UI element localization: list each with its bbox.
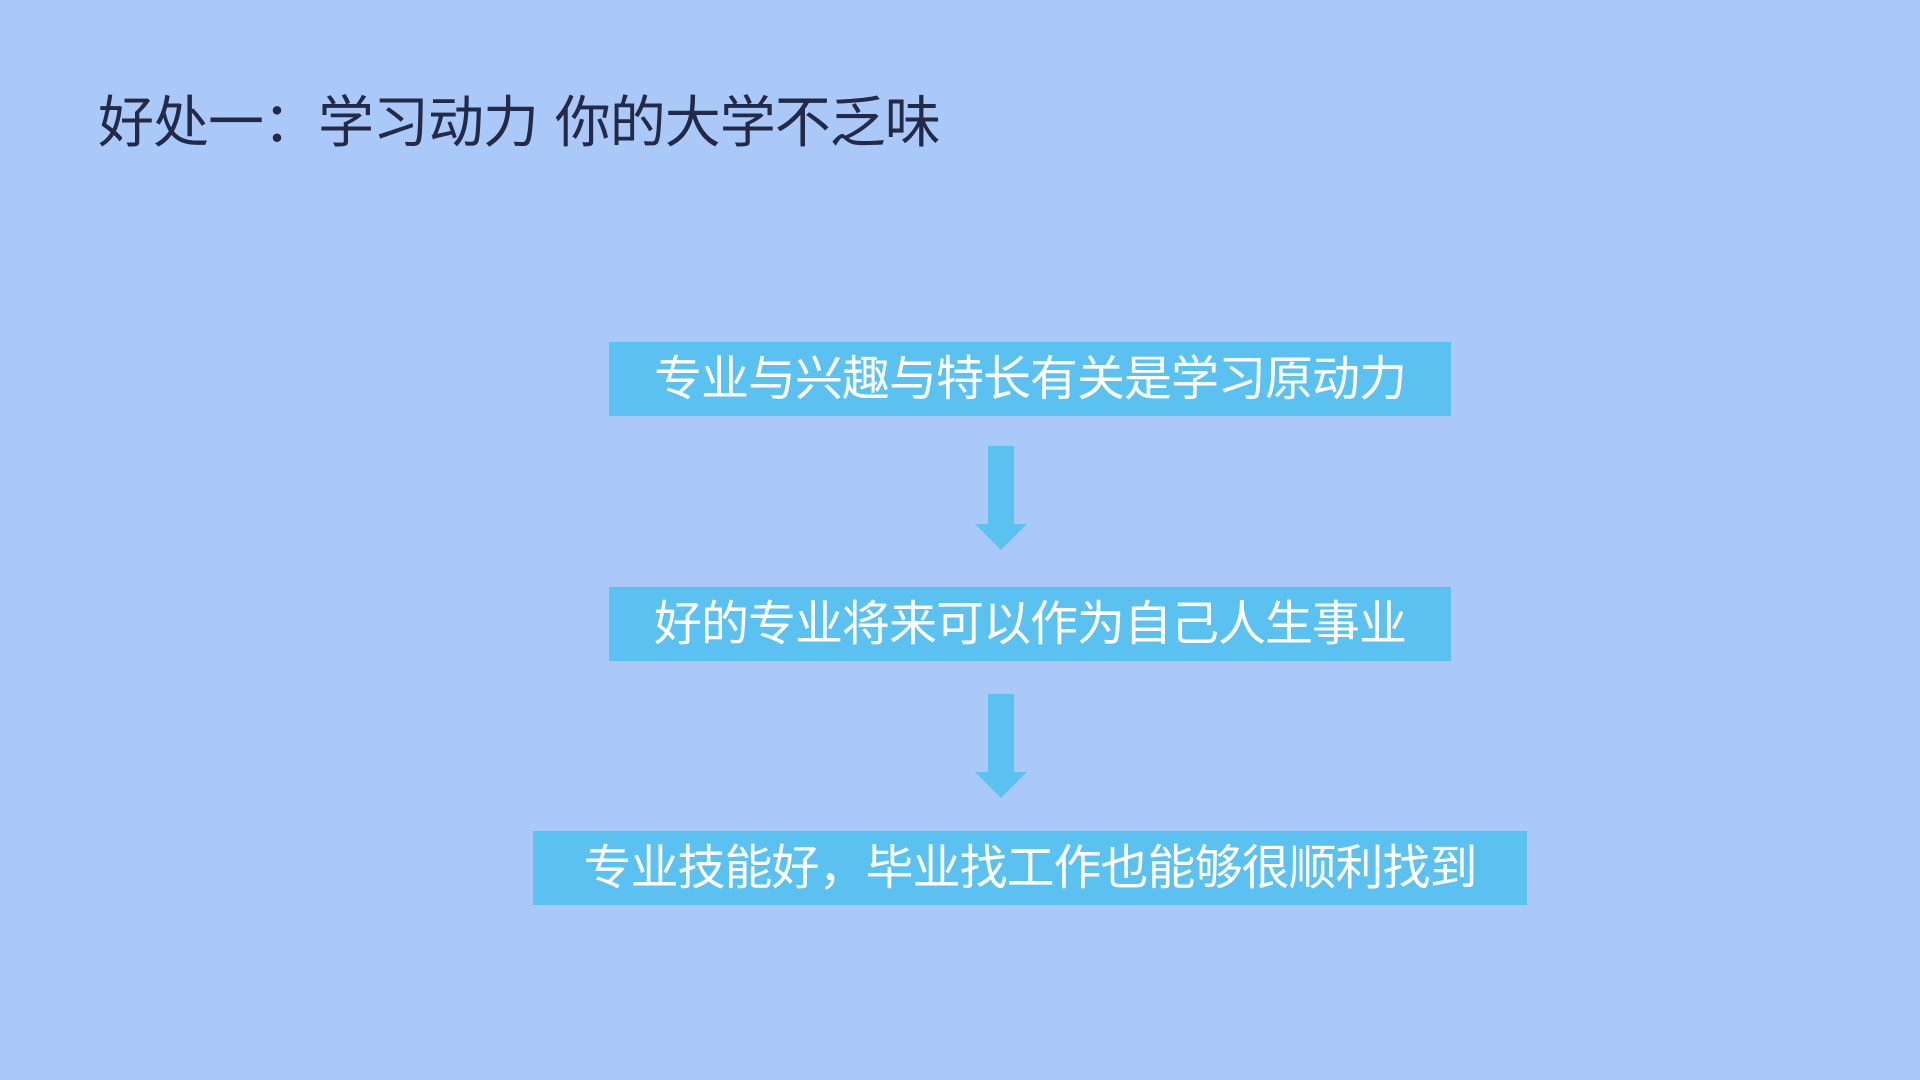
down-arrow-icon bbox=[975, 446, 1027, 550]
down-arrow-icon bbox=[975, 694, 1027, 798]
step-box-1: 专业与兴趣与特长有关是学习原动力 bbox=[609, 342, 1451, 416]
step-box-3: 专业技能好，毕业找工作也能够很顺利找到 bbox=[533, 831, 1527, 905]
slide-title: 好处一：学习动力 你的大学不乏味 bbox=[98, 91, 941, 156]
step-box-2: 好的专业将来可以作为自己人生事业 bbox=[609, 587, 1451, 661]
